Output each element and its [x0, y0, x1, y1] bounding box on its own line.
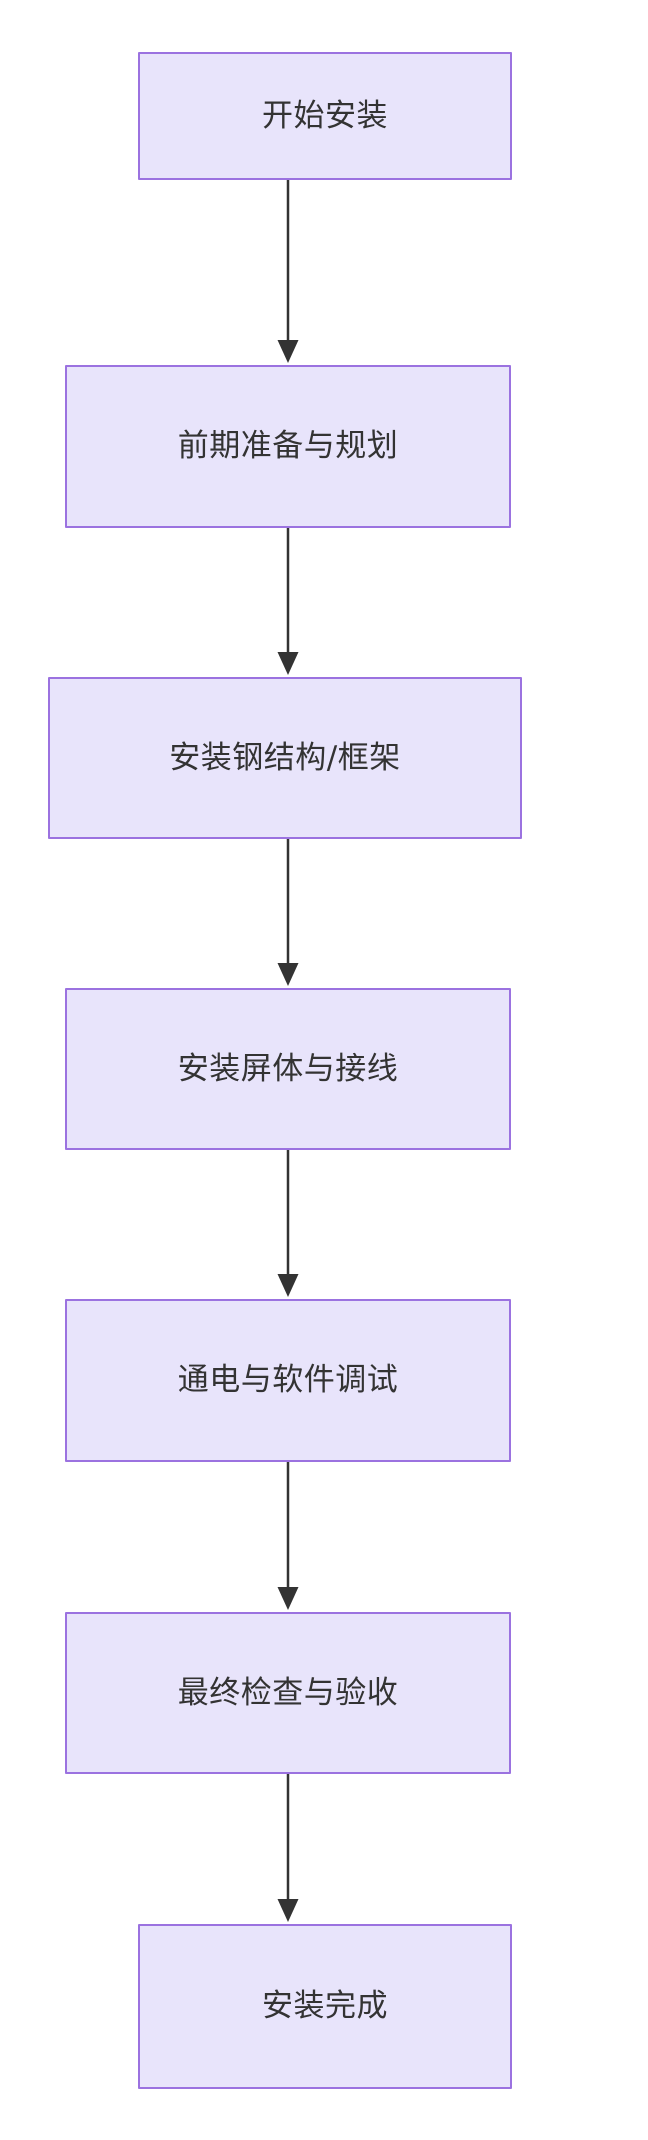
- flow-node-label: 安装钢结构/框架: [169, 739, 401, 776]
- flow-node-label: 安装完成: [262, 1988, 388, 2025]
- flow-node-label: 最终检查与验收: [177, 1674, 399, 1711]
- flow-node-preliminary-planning[interactable]: 前期准备与规划: [65, 365, 511, 528]
- flow-edge-n2-n3: [264, 528, 312, 677]
- flow-edge-n6-n7: [264, 1774, 312, 1924]
- flow-node-label: 通电与软件调试: [177, 1362, 399, 1399]
- flow-edge-n3-n4: [264, 839, 312, 988]
- flow-node-label: 安装屏体与接线: [177, 1050, 399, 1087]
- flow-edge-n1-n2: [264, 180, 312, 365]
- flow-node-start-installation[interactable]: 开始安装: [138, 52, 512, 180]
- flow-node-power-on-debug[interactable]: 通电与软件调试: [65, 1299, 511, 1462]
- arrow-down-icon: [277, 1774, 299, 1922]
- flow-edge-n4-n5: [264, 1150, 312, 1299]
- arrow-down-icon: [277, 528, 299, 675]
- flow-edge-n5-n6: [264, 1462, 312, 1612]
- arrow-down-icon: [277, 839, 299, 986]
- arrow-down-icon: [277, 1462, 299, 1610]
- flow-node-install-panel-wiring[interactable]: 安装屏体与接线: [65, 988, 511, 1150]
- flow-node-label: 前期准备与规划: [177, 428, 399, 465]
- arrow-down-icon: [277, 180, 299, 363]
- flow-node-install-steel-frame[interactable]: 安装钢结构/框架: [48, 677, 522, 839]
- flow-node-installation-complete[interactable]: 安装完成: [138, 1924, 512, 2089]
- flow-node-label: 开始安装: [262, 97, 388, 134]
- flow-node-final-inspection[interactable]: 最终检查与验收: [65, 1612, 511, 1774]
- arrow-down-icon: [277, 1150, 299, 1297]
